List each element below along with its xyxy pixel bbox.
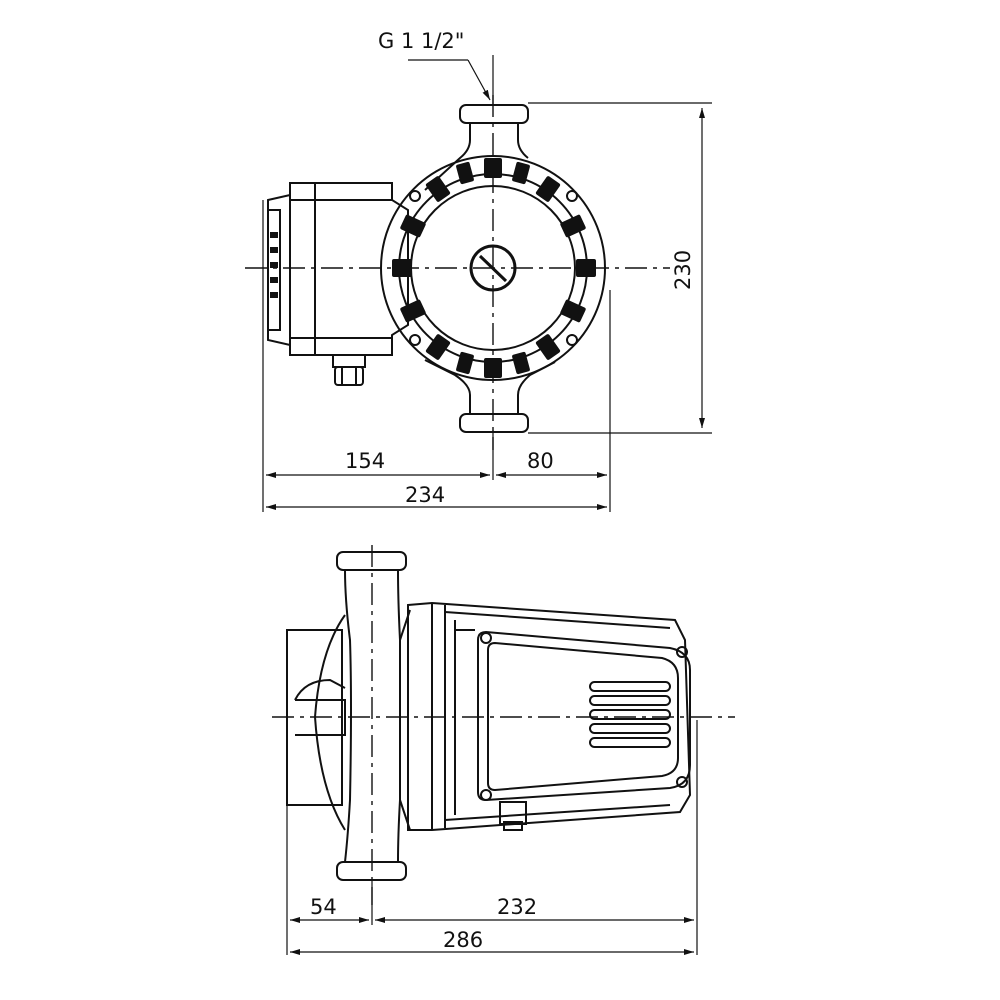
front-view: G 1 1/2" (245, 29, 712, 512)
pump-housing (380, 155, 606, 381)
total-top-label: 234 (405, 483, 445, 507)
dimension-height: 230 (528, 102, 712, 434)
front-cover (477, 630, 691, 831)
vent-slots (589, 681, 671, 748)
height-label: 230 (671, 250, 695, 290)
back-plate (286, 629, 346, 806)
right-bottom-label: 232 (497, 895, 537, 919)
side-view: 54 232 286 (272, 545, 735, 955)
left-bottom-label: 54 (310, 895, 337, 919)
terminal-box (267, 182, 409, 386)
thread-label: G 1 1/2" (378, 29, 464, 53)
bottom-flange (424, 359, 556, 433)
motor-body (407, 601, 692, 831)
dimension-width-bottom: 54 232 286 (286, 720, 698, 955)
top-flange (424, 104, 529, 191)
total-bottom-label: 286 (443, 928, 483, 952)
left-top-label: 154 (345, 449, 385, 473)
side-flanges (313, 551, 411, 881)
thread-callout: G 1 1/2" (378, 29, 494, 105)
dimension-width-top: 154 80 234 (262, 200, 611, 512)
right-top-label: 80 (527, 449, 554, 473)
